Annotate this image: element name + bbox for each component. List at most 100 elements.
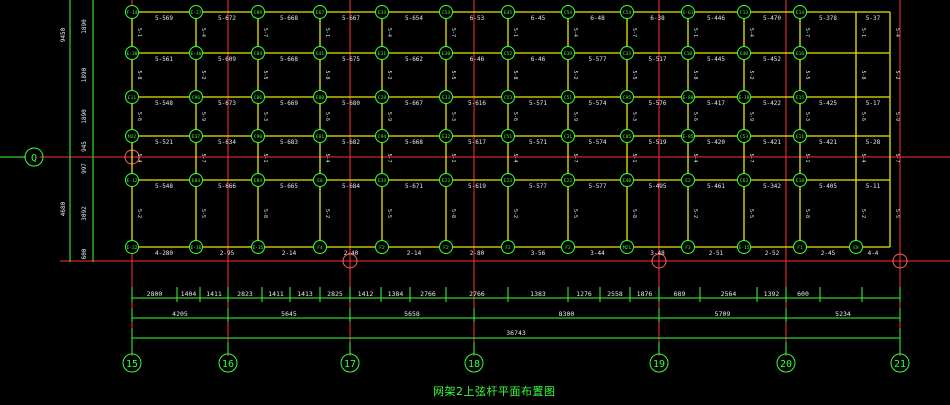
member-label-vertical: 5-2 — [748, 70, 754, 79]
member-label: 5-675 — [342, 56, 360, 63]
axis-bubble-column — [649, 353, 669, 373]
node-label: E14 — [796, 10, 804, 16]
node-circle — [737, 90, 751, 104]
node-circle — [501, 5, 515, 19]
member-label-vertical: 5-1 — [136, 28, 142, 37]
node-circle — [439, 46, 453, 60]
member-label-vertical: 5-2 — [894, 70, 900, 79]
dimension-label: 2800 — [147, 290, 163, 298]
node-circle — [793, 240, 807, 254]
node-circle — [251, 129, 265, 143]
node-label: C53 — [504, 95, 512, 101]
dimension-label: 2766 — [469, 290, 485, 298]
member-label-vertical: 5-5 — [386, 209, 392, 218]
node-circle — [620, 5, 634, 19]
node-circle — [681, 173, 695, 187]
member-label: 5-417 — [707, 100, 725, 107]
axis-bubble-column — [218, 353, 238, 373]
node-label: E81 — [316, 134, 324, 140]
member-label: 5-37 — [866, 15, 881, 22]
member-label-vertical: 5-2 — [512, 209, 518, 218]
node-label: E31 — [378, 51, 386, 57]
axis-bubble-column — [890, 353, 910, 373]
member-label: 5-634 — [218, 139, 236, 146]
node-label: E-40 — [191, 51, 202, 57]
member-label-vertical: 5-4 — [894, 28, 900, 37]
member-label: 3-44 — [590, 250, 605, 257]
node-circle — [620, 129, 634, 143]
node-label: E34 — [378, 178, 386, 184]
node-label: F1 — [797, 245, 803, 251]
member-label: 5-452 — [763, 56, 781, 63]
member-label: 5-662 — [405, 56, 423, 63]
member-label: 2-51 — [709, 250, 724, 257]
node-circle — [793, 5, 807, 19]
axis-label-column: 18 — [468, 359, 480, 370]
node-label: C10 — [684, 51, 692, 57]
node-circle — [251, 46, 265, 60]
member-label: 3-56 — [531, 250, 546, 257]
member-label-vertical: 5-1 — [692, 28, 698, 37]
member-label: 2-52 — [765, 250, 780, 257]
node-circle — [737, 46, 751, 60]
member-label-vertical: 5-2 — [386, 70, 392, 79]
dimension-label: 5234 — [835, 310, 851, 318]
member-label-vertical: 5-3 — [262, 112, 268, 121]
member-label-vertical: 5-6 — [324, 112, 330, 121]
node-label: C28 — [378, 95, 386, 101]
dimension-label: 4205 — [172, 310, 188, 318]
dimension-label: 2564 — [721, 290, 737, 298]
member-label: 5-561 — [155, 56, 173, 63]
member-label: 2-80 — [470, 250, 485, 257]
node-label: E84 — [192, 178, 200, 184]
member-label: 5-521 — [155, 139, 173, 146]
member-label-vertical: 5-2 — [692, 209, 698, 218]
member-label-vertical: 5-9 — [200, 112, 206, 121]
member-label-vertical: 5-1 — [631, 153, 637, 162]
node-circle — [375, 129, 389, 143]
node-circle — [620, 46, 634, 60]
member-label: 5-445 — [707, 56, 725, 63]
node-circle — [251, 90, 265, 104]
node-label: E11 — [128, 95, 136, 101]
member-label: 5-574 — [588, 139, 606, 146]
node-circle — [439, 240, 453, 254]
member-label: 5-405 — [819, 183, 837, 190]
member-label: 5-576 — [648, 100, 666, 107]
node-label: E-61 — [683, 10, 694, 16]
axis-label-column: 16 — [222, 359, 234, 370]
member-label: 3-48 — [650, 250, 665, 257]
node-label: E39 — [564, 51, 572, 57]
node-label: F-14 — [127, 10, 138, 16]
node-label: E40 — [623, 178, 631, 184]
node-circle — [681, 46, 695, 60]
node-label: C51 — [564, 95, 572, 101]
node-circle — [737, 240, 751, 254]
node-circle — [313, 90, 327, 104]
member-label-vertical: 5-1 — [804, 153, 810, 162]
node-circle — [313, 5, 327, 19]
node-circle — [849, 240, 863, 254]
member-label-vertical: 5-2 — [860, 209, 866, 218]
axis-label-column: 15 — [126, 359, 138, 370]
node-circle — [561, 240, 575, 254]
member-label-vertical: 5-8 — [136, 70, 142, 79]
node-circle — [620, 240, 634, 254]
left-dimension-label: 3092 — [81, 206, 88, 221]
node-label: E-15 — [253, 245, 264, 251]
member-label-vertical: 5-7 — [804, 28, 810, 37]
member-label: 5-577 — [529, 183, 547, 190]
member-label-vertical: 5-1 — [450, 153, 456, 162]
member-label-vertical: 5-4 — [572, 28, 578, 37]
node-label: C31 — [564, 134, 572, 140]
member-label: 5-682 — [342, 139, 360, 146]
dimension-total-label: 36743 — [506, 329, 526, 337]
axis-bubble-row-q — [24, 147, 44, 167]
member-label-vertical: 5-4 — [136, 153, 142, 162]
member-label: 5-421 — [763, 139, 781, 146]
member-label: 5-616 — [468, 100, 486, 107]
node-label: E22 — [564, 178, 572, 184]
node-circle — [189, 173, 203, 187]
member-label-vertical: 5-9 — [894, 112, 900, 121]
